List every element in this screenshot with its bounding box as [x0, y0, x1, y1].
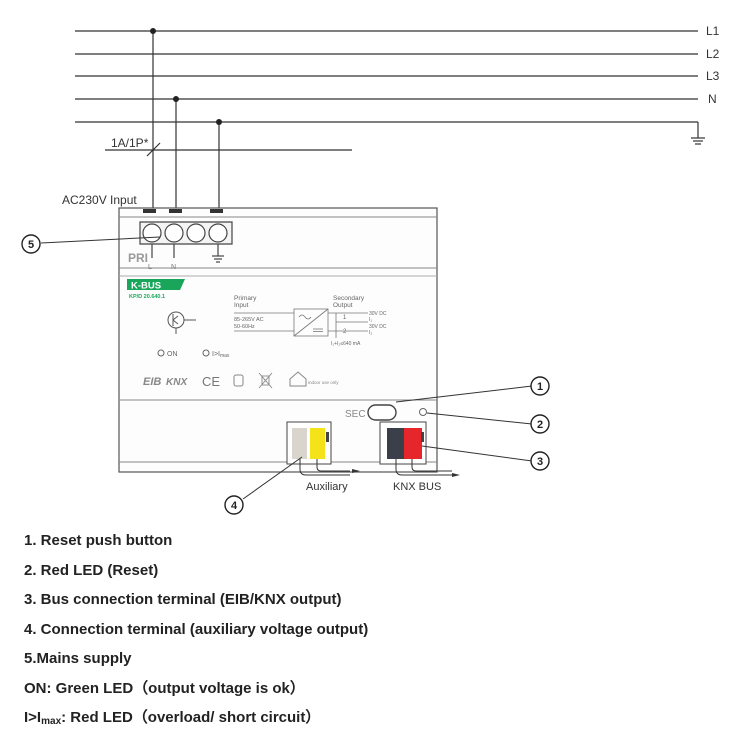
- label-l2: L2: [706, 47, 720, 61]
- term-2: 2: [343, 329, 347, 335]
- knx-logo: KNX: [166, 377, 188, 388]
- weee-bin-icon: [258, 372, 273, 389]
- imax-led-indicator: [202, 349, 210, 357]
- transformer-icon: [233, 374, 244, 387]
- secondary-output-line1: Secondary: [333, 295, 365, 302]
- frequency-label: 50-60Hz: [234, 324, 255, 330]
- svg-text:1: 1: [537, 381, 543, 393]
- converter-symbol: [293, 308, 329, 337]
- primary-input-line1: Primary: [234, 295, 257, 302]
- model-label: KP/D 20.640.1: [129, 294, 165, 300]
- out2-voltage: 30V DC: [369, 324, 387, 330]
- legend-item-2: 2. Red LED (Reset): [24, 561, 159, 579]
- label-l3: L3: [706, 69, 720, 83]
- term-l-label: L: [148, 264, 152, 271]
- indoor-house-icon: [289, 371, 307, 387]
- label-l1: L1: [706, 24, 720, 38]
- imax-led-label: I>Imax: [212, 351, 230, 359]
- input-label: AC230V Input: [62, 193, 137, 207]
- wiring-diagram: L1 L2 L3 N 1A/1P* AC230V Input: [21, 24, 720, 515]
- secondary-output-line2: Output: [333, 302, 353, 309]
- term-n-label: N: [171, 264, 176, 271]
- legend-item-1: 1. Reset push button: [24, 532, 173, 549]
- legend-item-on: ON: Green LED（output voltage is ok）: [24, 679, 305, 697]
- sec-label: SEC: [345, 409, 366, 420]
- ce-mark: CE: [202, 374, 220, 389]
- knx-bus-terminal: [379, 421, 427, 465]
- svg-text:4: 4: [231, 500, 238, 512]
- auxiliary-label: Auxiliary: [306, 481, 348, 493]
- auxiliary-terminal: [286, 421, 332, 465]
- total-current: I₁+I₂≤640 mA: [331, 341, 361, 347]
- power-supply-device: PRI L N K-BUS KP/D 20.640.1 Primary Inpu…: [118, 207, 460, 493]
- svg-text:5: 5: [28, 239, 34, 251]
- term-1: 1: [343, 315, 347, 321]
- primary-input-line2: Input: [234, 302, 249, 309]
- out1-voltage: 30V DC: [369, 311, 387, 317]
- voltage-label: 85-265V AC: [234, 317, 264, 323]
- callout-2: 2: [530, 414, 550, 434]
- on-led-label: ON: [167, 351, 178, 358]
- svg-text:2: 2: [537, 419, 543, 431]
- callout-3: 3: [530, 451, 550, 471]
- svg-text:3: 3: [537, 456, 543, 468]
- out2-current: I₂: [369, 330, 372, 336]
- legend-item-imax: I>Imax: Red LED（overload/ short circuit）: [24, 709, 321, 727]
- on-led-indicator: [157, 349, 165, 357]
- indoor-label: indoor use only: [308, 380, 339, 385]
- reset-red-led: [419, 408, 427, 416]
- legend-list: 1. Reset push button 2. Red LED (Reset) …: [24, 530, 724, 737]
- legend-item-4: 4. Connection terminal (auxiliary voltag…: [24, 620, 369, 638]
- callout-5: 5: [21, 234, 41, 254]
- pri-label: PRI: [128, 251, 148, 265]
- brand-label: K-BUS: [131, 281, 161, 292]
- legend-item-3: 3. Bus connection terminal (EIB/KNX outp…: [24, 591, 342, 608]
- knx-bus-label: KNX BUS: [393, 481, 441, 493]
- label-n: N: [708, 92, 717, 106]
- out1-current: I₁: [369, 317, 372, 323]
- eib-logo: EIB: [143, 376, 161, 388]
- callout-1: 1: [530, 376, 550, 396]
- legend-item-5: 5.Mains supply: [24, 650, 132, 667]
- transistor-symbol: [167, 311, 196, 334]
- mains-terminal-block: [139, 221, 233, 263]
- callout-4: 4: [224, 495, 244, 515]
- kbus-logo: [127, 279, 185, 290]
- reset-push-button[interactable]: [367, 404, 397, 421]
- breaker-label: 1A/1P*: [111, 136, 149, 150]
